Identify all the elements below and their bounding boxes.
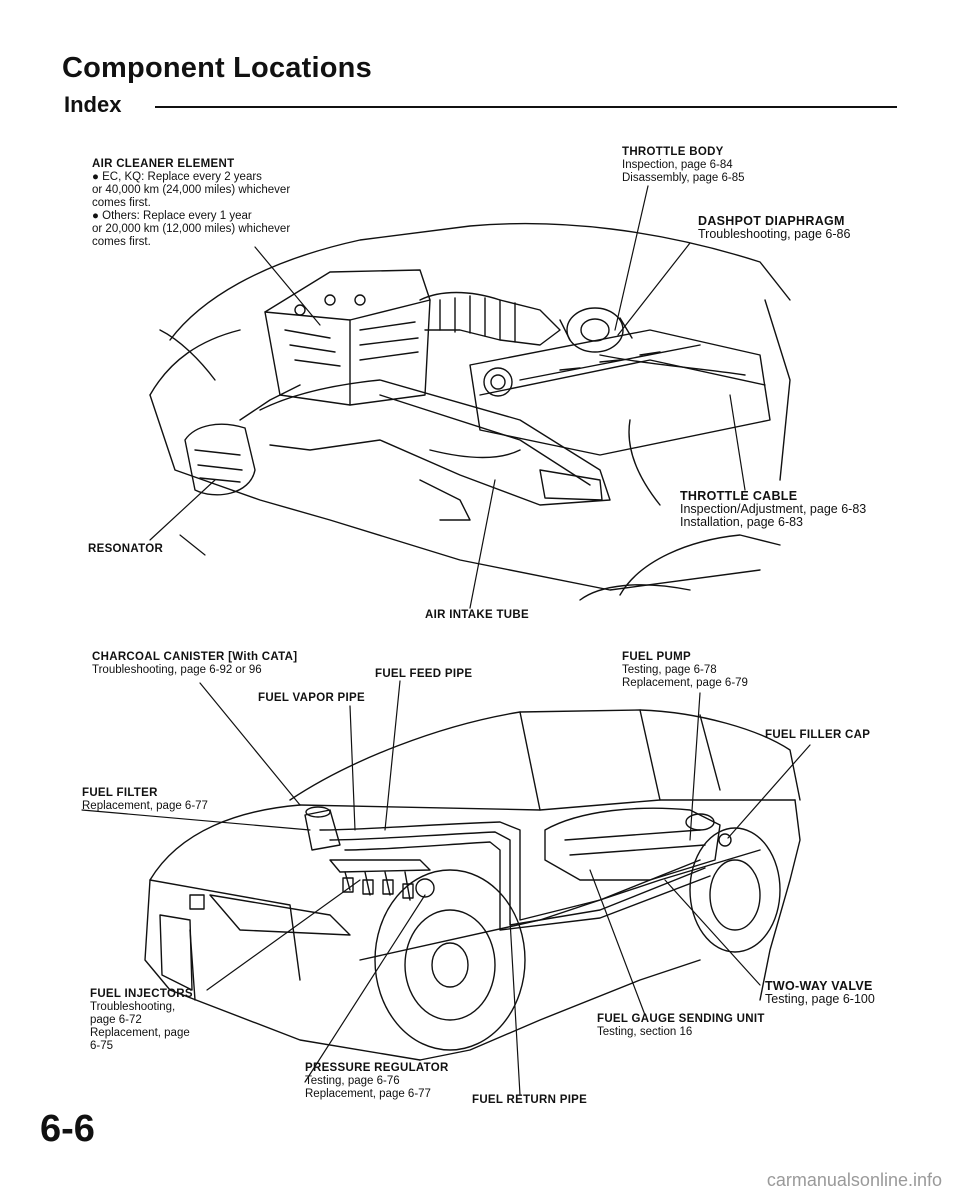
label-dashpot-diaphragm: DASHPOT DIAPHRAGM Troubleshooting, page … xyxy=(698,215,850,241)
fuel-gauge-title: FUEL GAUGE SENDING UNIT xyxy=(597,1013,765,1025)
page-number: 6-6 xyxy=(40,1108,95,1150)
dashpot-line: Troubleshooting, page 6-86 xyxy=(698,227,851,241)
air-cleaner-line: or 40,000 km (24,000 miles) whichever xyxy=(92,184,291,196)
fuel-pump-line: Replacement, page 6-79 xyxy=(622,677,748,689)
fuel-filler-cap-title: FUEL FILLER CAP xyxy=(765,729,871,741)
label-fuel-injectors: FUEL INJECTORS Troubleshooting, page 6-7… xyxy=(90,988,193,1053)
air-cleaner-line: ● Others: Replace every 1 year xyxy=(92,210,252,222)
label-fuel-gauge-sending-unit: FUEL GAUGE SENDING UNIT Testing, section… xyxy=(597,1013,765,1039)
air-cleaner-line: comes first. xyxy=(92,236,151,248)
fuel-injectors-title: FUEL INJECTORS xyxy=(90,988,193,1000)
label-air-cleaner-element: AIR CLEANER ELEMENT ● EC, KQ: Replace ev… xyxy=(92,158,290,249)
throttle-cable-line: Installation, page 6-83 xyxy=(680,515,804,529)
label-fuel-pump: FUEL PUMP Testing, page 6-78 Replacement… xyxy=(622,651,748,690)
fuel-filter-line: Replacement, page 6-77 xyxy=(82,800,208,812)
fuel-filter-title: FUEL FILTER xyxy=(82,787,158,799)
label-fuel-filler-cap: FUEL FILLER CAP xyxy=(765,729,870,742)
page-title: Component Locations xyxy=(62,52,372,84)
fuel-injectors-line: Replacement, page xyxy=(90,1027,190,1039)
fuel-pump-line: Testing, page 6-78 xyxy=(622,664,717,676)
fuel-feed-pipe-title: FUEL FEED PIPE xyxy=(375,668,473,680)
fuel-injectors-line: Troubleshooting, xyxy=(90,1001,176,1013)
label-charcoal-canister: CHARCOAL CANISTER [With CATA] Troublesho… xyxy=(92,651,297,677)
header-divider xyxy=(155,106,897,108)
air-cleaner-line: or 20,000 km (12,000 miles) whichever xyxy=(92,223,291,235)
fuel-pump-title: FUEL PUMP xyxy=(622,651,691,663)
pressure-regulator-line: Replacement, page 6-77 xyxy=(305,1088,431,1100)
air-intake-tube-title: AIR INTAKE TUBE xyxy=(425,609,529,621)
two-way-valve-title: TWO-WAY VALVE xyxy=(765,979,873,993)
label-throttle-cable: THROTTLE CABLE Inspection/Adjustment, pa… xyxy=(680,490,866,529)
section-subtitle: Index xyxy=(64,92,122,117)
watermark: carmanualsonline.info xyxy=(766,1170,942,1190)
throttle-body-line: Disassembly, page 6-85 xyxy=(622,172,745,184)
label-fuel-feed-pipe: FUEL FEED PIPE xyxy=(375,668,472,681)
throttle-body-title: THROTTLE BODY xyxy=(622,146,724,158)
label-fuel-filter: FUEL FILTER Replacement, page 6-77 xyxy=(82,787,208,813)
label-fuel-return-pipe: FUEL RETURN PIPE xyxy=(472,1094,587,1107)
two-way-valve-line: Testing, page 6-100 xyxy=(765,992,875,1006)
pressure-regulator-line: Testing, page 6-76 xyxy=(305,1075,400,1087)
throttle-cable-line: Inspection/Adjustment, page 6-83 xyxy=(680,502,867,516)
label-throttle-body: THROTTLE BODY Inspection, page 6-84 Disa… xyxy=(622,146,745,185)
engine-bay-illustration xyxy=(149,222,791,601)
car-fuel-system-illustration xyxy=(144,709,801,1061)
throttle-cable-title: THROTTLE CABLE xyxy=(680,489,798,503)
leader-lines xyxy=(81,185,811,1096)
label-pressure-regulator: PRESSURE REGULATOR Testing, page 6-76 Re… xyxy=(305,1062,449,1101)
pressure-regulator-title: PRESSURE REGULATOR xyxy=(305,1062,449,1074)
fuel-injectors-line: page 6-72 xyxy=(90,1014,142,1026)
label-fuel-vapor-pipe: FUEL VAPOR PIPE xyxy=(258,692,365,705)
air-cleaner-line: comes first. xyxy=(92,197,151,209)
throttle-body-line: Inspection, page 6-84 xyxy=(622,159,733,171)
resonator-title: RESONATOR xyxy=(88,543,164,555)
label-two-way-valve: TWO-WAY VALVE Testing, page 6-100 xyxy=(765,980,875,1006)
air-cleaner-line: ● EC, KQ: Replace every 2 years xyxy=(92,171,262,183)
dashpot-title: DASHPOT DIAPHRAGM xyxy=(698,214,845,228)
charcoal-canister-line: Troubleshooting, page 6-92 or 96 xyxy=(92,664,262,676)
label-air-intake-tube: AIR INTAKE TUBE xyxy=(425,609,529,622)
fuel-return-pipe-title: FUEL RETURN PIPE xyxy=(472,1094,588,1106)
label-resonator: RESONATOR xyxy=(88,543,163,556)
charcoal-canister-title: CHARCOAL CANISTER [With CATA] xyxy=(92,651,298,663)
air-cleaner-title: AIR CLEANER ELEMENT xyxy=(92,158,235,170)
fuel-injectors-line: 6-75 xyxy=(90,1040,114,1052)
fuel-vapor-pipe-title: FUEL VAPOR PIPE xyxy=(258,692,365,704)
fuel-gauge-line: Testing, section 16 xyxy=(597,1026,693,1038)
